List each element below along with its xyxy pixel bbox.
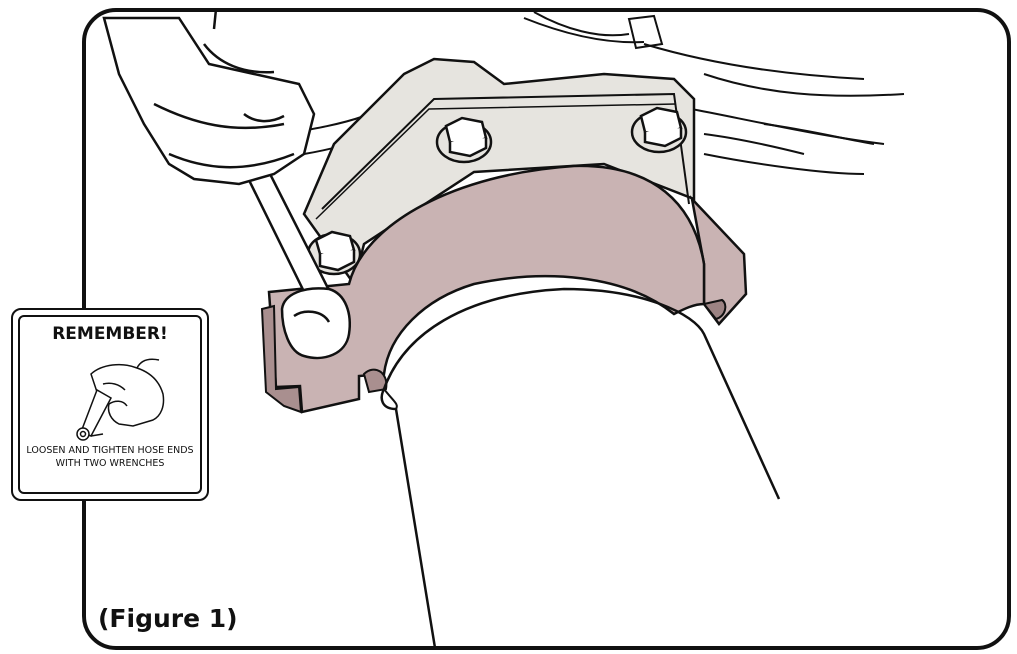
reminder-instructions: LOOSEN AND TIGHTEN HOSE ENDS WITH TWO WR…	[26, 445, 194, 469]
bolt-left	[306, 230, 362, 276]
pipe	[380, 287, 781, 646]
hand-with-wrench-icon	[76, 358, 165, 441]
reminder-card: REMEMBER! LOOSEN AND TIGHTEN HOSE ENDS W…	[11, 308, 209, 501]
flange-clamp	[260, 164, 748, 414]
socket-wrench	[102, 12, 351, 360]
figure-caption: (Figure 1)	[98, 604, 238, 633]
figure-frame	[82, 8, 1011, 650]
bolt-top-right	[630, 106, 688, 154]
reminder-title: REMEMBER!	[52, 324, 168, 344]
reminder-card-border	[18, 315, 202, 494]
bolt-top-left	[435, 116, 493, 164]
flange-installation-illustration	[102, 12, 905, 646]
